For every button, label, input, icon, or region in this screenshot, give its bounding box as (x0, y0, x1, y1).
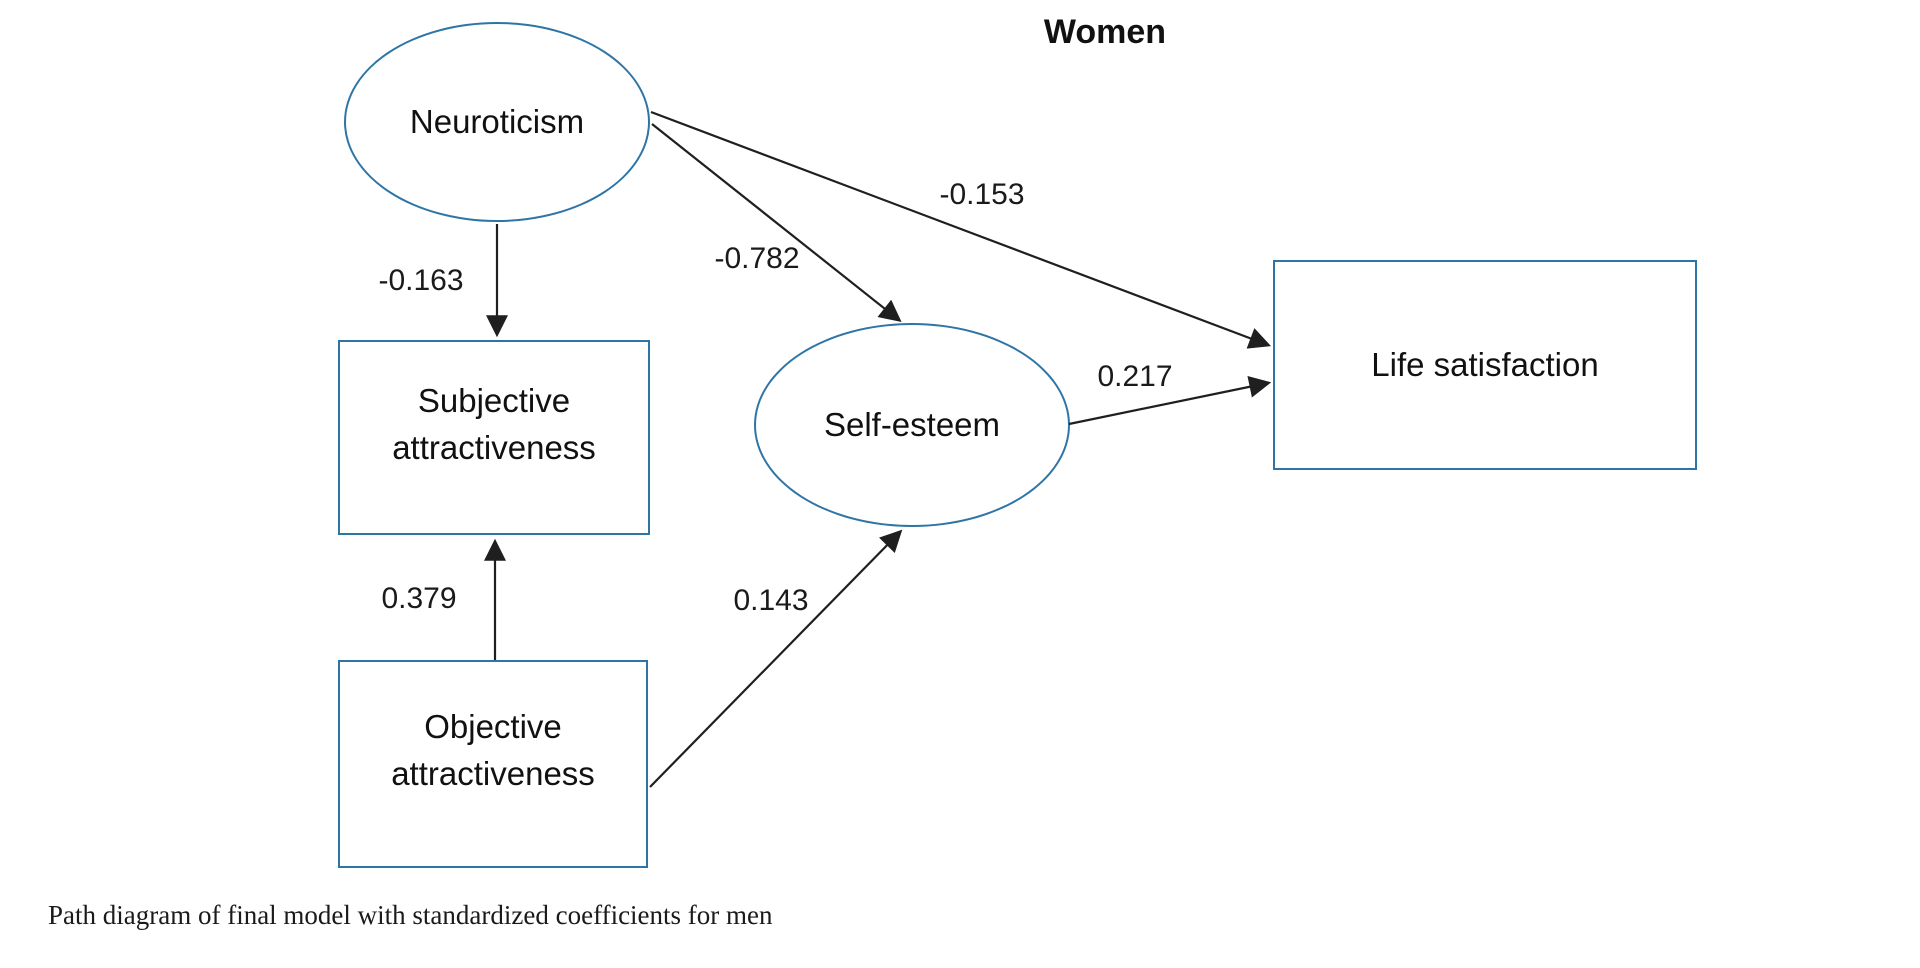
coefficient-objective-self-esteem: 0.143 (733, 584, 809, 617)
node-objective-attractiveness-label: Objective attractiveness (391, 708, 595, 792)
figure-caption: Path diagram of final model with standar… (48, 900, 773, 930)
arrow-objective-attractiveness-to-self-esteem (649, 529, 903, 788)
node-objective-attractiveness: Objective attractiveness (338, 660, 648, 868)
node-neuroticism-label: Neuroticism (409, 102, 585, 140)
node-life-satisfaction-label: Life satisfaction (1371, 345, 1599, 383)
node-neuroticism: Neuroticism (344, 22, 650, 222)
diagram-title: Women (1043, 13, 1167, 51)
node-life-satisfaction: Life satisfaction (1273, 260, 1697, 470)
node-subjective-attractiveness: Subjective attractiveness (338, 340, 650, 535)
coefficient-neuroticism-subjective: -0.163 (378, 264, 464, 297)
arrow-neuroticism-to-self-esteem (651, 123, 902, 323)
node-self-esteem: Self-esteem (754, 323, 1070, 527)
node-self-esteem-label: Self-esteem (823, 405, 1001, 443)
coefficient-neuroticism-life-satisfaction: -0.153 (939, 178, 1025, 211)
coefficient-self-esteem-life-satisfaction: 0.217 (1097, 360, 1173, 393)
node-subjective-attractiveness-label: Subjective attractiveness (392, 381, 596, 466)
coefficient-neuroticism-self-esteem: -0.782 (714, 242, 800, 275)
arrow-neuroticism-to-life-satisfaction (650, 110, 1272, 349)
coefficient-objective-subjective: 0.379 (381, 582, 457, 615)
